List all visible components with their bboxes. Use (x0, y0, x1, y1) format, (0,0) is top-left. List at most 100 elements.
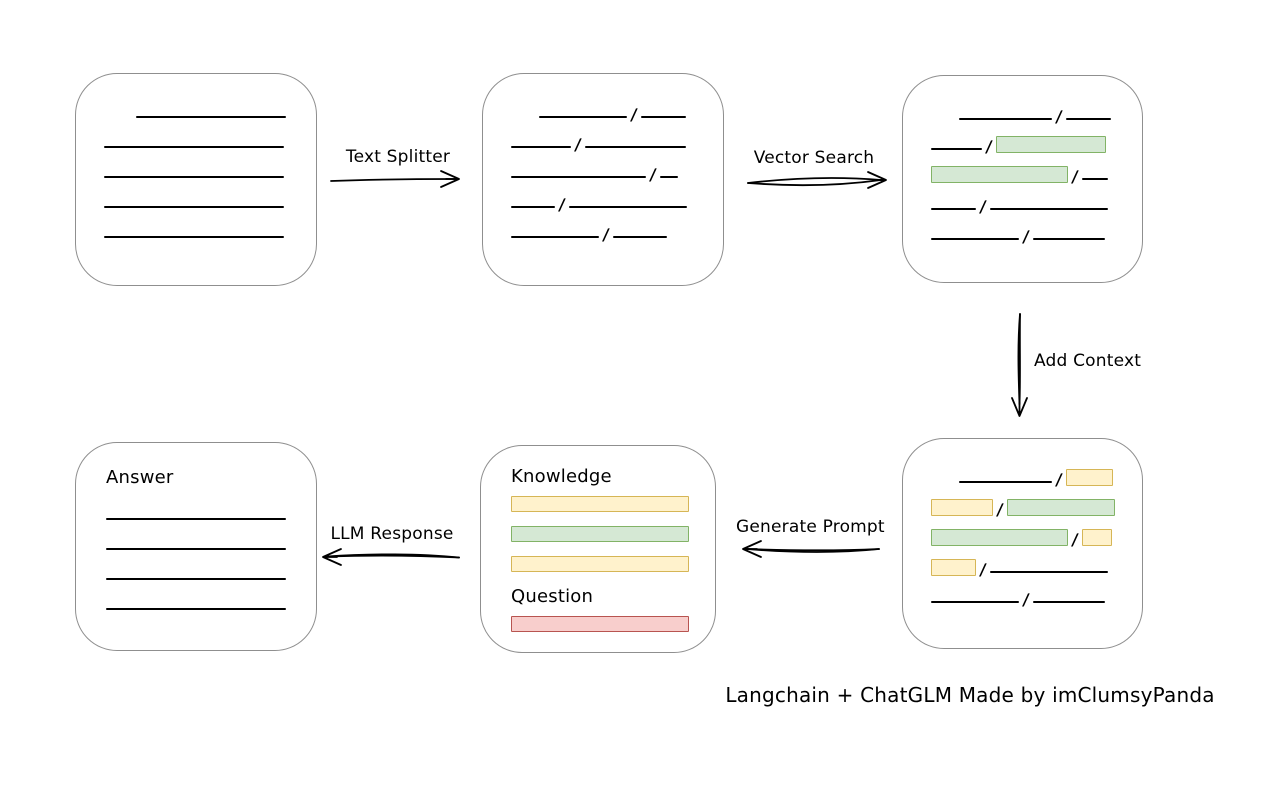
knowledge-label: Knowledge (511, 466, 612, 487)
text-line (539, 116, 627, 118)
chunk-row (104, 151, 292, 181)
slash-separator: / (984, 137, 994, 156)
text-line (659, 176, 678, 178)
text-line (1065, 118, 1111, 120)
slash-separator: / (601, 225, 611, 244)
text-line (959, 481, 1052, 483)
vector-search-results-box: / / / / / (902, 75, 1143, 283)
slash-separator: / (978, 197, 988, 216)
chunk-row: / (931, 546, 1118, 579)
text-line (1032, 238, 1105, 240)
split-chunks-box: / / / / / (482, 73, 724, 286)
chunk-row: / (931, 183, 1118, 216)
chunk-row: / (931, 516, 1118, 549)
chunk-lines: / / / / / (483, 74, 723, 244)
text-line (104, 146, 284, 148)
text-line (584, 146, 686, 148)
caption: Langchain + ChatGLM Made by imClumsyPand… (725, 683, 1215, 707)
text-line (104, 206, 284, 208)
text-line (640, 116, 686, 118)
text-splitter-arrow (330, 170, 460, 188)
slash-separator: / (573, 135, 583, 154)
slash-separator: / (1070, 530, 1080, 549)
context-chunks-box: / / / / / (902, 438, 1143, 649)
green-bar (511, 526, 689, 542)
slash-separator: / (978, 560, 988, 579)
chunk-row (104, 91, 292, 121)
text-line (106, 518, 286, 520)
yellow-chunk (931, 499, 993, 516)
yellow-bar (511, 556, 689, 572)
answer-lines (106, 489, 286, 613)
add-context-arrow (1011, 313, 1028, 417)
text-line (568, 206, 687, 208)
green-chunk (1006, 499, 1115, 516)
slash-separator: / (557, 195, 567, 214)
generate-prompt-label: Generate Prompt (736, 517, 885, 537)
vector-match-lines: / / / / / (903, 76, 1142, 246)
chunk-row: / (511, 151, 699, 184)
slash-separator: / (629, 105, 639, 124)
question-bars (511, 616, 689, 632)
slash-separator: / (1054, 107, 1064, 126)
generate-prompt-arrow (742, 540, 880, 558)
llm-response-arrow (322, 548, 460, 566)
knowledge-bars (511, 496, 689, 572)
chunk-row: / (931, 153, 1118, 186)
yellow-chunk (1081, 529, 1112, 546)
context-lines: / / / / / (903, 439, 1142, 609)
text-splitter-label: Text Splitter (345, 147, 451, 167)
yellow-bar (511, 496, 689, 512)
text-line (931, 238, 1019, 240)
chunk-row: / (931, 123, 1118, 156)
yellow-chunk (931, 559, 976, 576)
text-line (931, 148, 982, 150)
chunk-row: / (931, 456, 1118, 489)
text-line (612, 236, 667, 238)
text-line (1081, 178, 1108, 180)
vector-search-label: Vector Search (753, 148, 875, 168)
chunk-row: / (511, 181, 699, 214)
text-line (104, 236, 284, 238)
prompt-box: Knowledge Question (480, 445, 716, 653)
source-document-box (75, 73, 317, 286)
vector-search-arrow (747, 171, 887, 189)
text-line (511, 236, 599, 238)
chunk-row: / (511, 121, 699, 154)
text-line (931, 208, 976, 210)
yellow-chunk (1065, 469, 1113, 486)
chunk-row: / (511, 211, 699, 244)
text-line (931, 601, 1019, 603)
chunk-row (104, 211, 292, 241)
text-line (511, 206, 555, 208)
chunk-row: / (931, 576, 1118, 609)
slash-separator: / (648, 165, 658, 184)
red-bar (511, 616, 689, 632)
text-line (1032, 601, 1105, 603)
slash-separator: / (995, 500, 1005, 519)
text-line (106, 548, 286, 550)
text-line (106, 578, 286, 580)
slash-separator: / (1021, 590, 1031, 609)
text-line (511, 146, 571, 148)
answer-label: Answer (106, 467, 174, 488)
chunk-row (106, 583, 286, 613)
add-context-label: Add Context (1034, 351, 1142, 371)
green-chunk (931, 529, 1068, 546)
text-line (959, 118, 1052, 120)
text-line (989, 208, 1108, 210)
slash-separator: / (1021, 227, 1031, 246)
answer-box: Answer (75, 442, 317, 651)
chunk-row (106, 553, 286, 583)
slash-separator: / (1070, 167, 1080, 186)
chunk-row: / (511, 91, 699, 124)
text-line (511, 176, 646, 178)
text-line (106, 608, 286, 610)
question-label: Question (511, 586, 594, 607)
text-line (104, 176, 284, 178)
chunk-row (104, 121, 292, 151)
chunk-row (104, 181, 292, 211)
green-chunk (931, 166, 1068, 183)
llm-response-label: LLM Response (330, 524, 454, 544)
